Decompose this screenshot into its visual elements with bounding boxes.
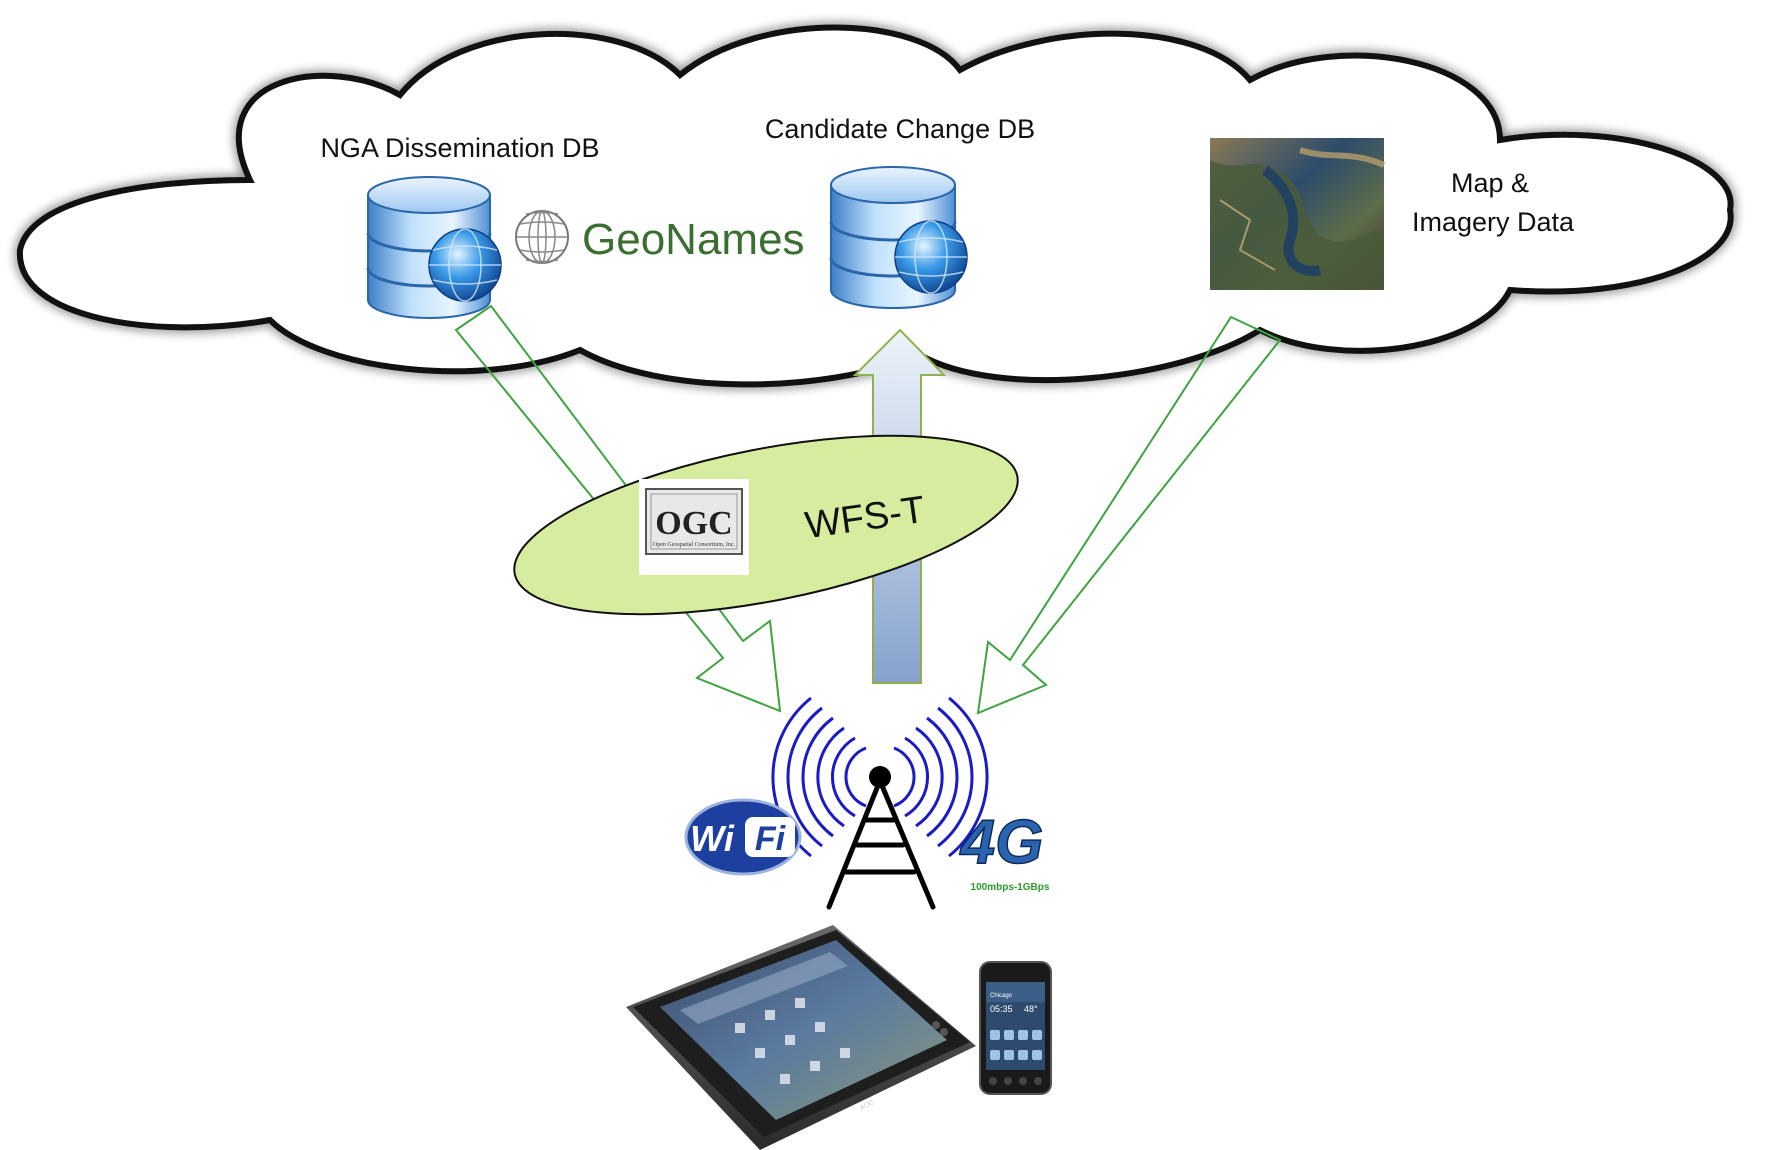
phone-device: Chicago 05:35 48°: [979, 961, 1052, 1095]
ogc-logo-subtitle: Open Geospatial Consortium, Inc.: [653, 542, 736, 548]
antenna-tower-icon: [771, 696, 989, 910]
database-icon-candidate-change: [829, 166, 968, 309]
geonames-globe-icon: [515, 210, 569, 264]
phone-temp-text: 48°: [1024, 1004, 1038, 1014]
nga-db-label: NGA Dissemination DB: [320, 133, 599, 163]
ogc-logo: OGC Open Geospatial Consortium, Inc.: [639, 479, 749, 575]
map-imagery-label-line2: Imagery Data: [1412, 207, 1575, 237]
wifi-logo-text-fi: Fi: [755, 820, 787, 858]
4g-speed-text: 100mbps-1GBps: [971, 882, 1050, 893]
phone-time-text: 05:35: [990, 1004, 1013, 1014]
map-imagery-thumbnail: [1210, 138, 1386, 290]
wfs-t-ellipse: [513, 434, 1019, 616]
database-icon-nga: [366, 176, 502, 319]
phone-city-text: Chicago: [990, 993, 1013, 999]
tablet-device: AOC: [626, 925, 976, 1150]
geonames-logo-text: GeoNames: [582, 215, 805, 264]
download-arrow-right: [976, 315, 1282, 715]
4g-logo: 4G 100mbps-1GBps: [958, 807, 1050, 893]
map-imagery-label-line1: Map &: [1451, 168, 1529, 198]
ogc-logo-text: OGC: [655, 505, 732, 542]
candidate-change-db-label: Candidate Change DB: [765, 114, 1035, 144]
download-arrow-left: [454, 304, 782, 713]
wifi-logo-text-wi: Wi: [690, 818, 735, 859]
wifi-logo: Wi Fi: [684, 798, 802, 876]
4g-logo-text: 4G: [959, 808, 1044, 877]
